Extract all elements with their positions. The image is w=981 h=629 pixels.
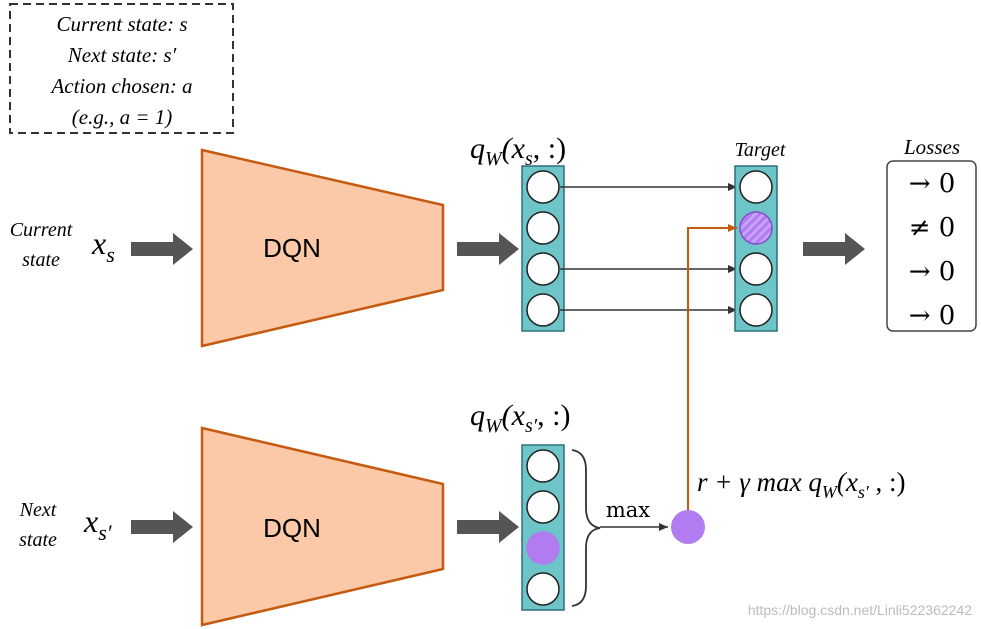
- q-value-node: [526, 449, 560, 483]
- dqn-network-bottom: [200, 426, 445, 627]
- input-arrow-top: [131, 233, 193, 265]
- q-values-column-top: [521, 165, 565, 332]
- current-state-label-2: state: [22, 249, 60, 271]
- target-update-line: [687, 224, 737, 510]
- max-label: max: [606, 498, 650, 522]
- next-state-label-2: state: [19, 529, 57, 551]
- bottom-row: Next state xs′ DQN qW(xs′, :) max r + γ …: [19, 224, 906, 627]
- watermark: https://blog.csdn.net/Linli522362242: [748, 602, 972, 618]
- q-values-label-top: qW(xs, :): [470, 132, 566, 170]
- next-state-label-1: Next: [19, 499, 57, 521]
- q-value-node: [526, 170, 560, 204]
- info-line-action: Action chosen: a: [49, 74, 192, 98]
- dqn-label-top: DQN: [263, 233, 321, 263]
- dqn-network-top: [200, 148, 445, 348]
- loss-item: ≠ 0: [909, 213, 956, 243]
- q-value-node-max: [526, 531, 560, 565]
- q-value-node: [526, 293, 560, 327]
- info-box: Current state: s Next state: s′ Action c…: [9, 3, 234, 134]
- target-formula: r + γ max qW(xs′ , :): [697, 467, 906, 502]
- loss-item: → 0: [909, 301, 956, 331]
- q-values-label-bottom: qW(xs′, :): [470, 399, 570, 437]
- info-line-example: (e.g., a = 1): [72, 105, 172, 129]
- loss-item: → 0: [909, 257, 956, 287]
- output-arrow-bottom: [457, 511, 519, 543]
- target-label: Target: [735, 139, 786, 161]
- output-arrow-top: [457, 233, 519, 265]
- target-node: [739, 252, 773, 286]
- dqn-label-bottom: DQN: [263, 513, 321, 543]
- loss-item: → 0: [909, 169, 956, 199]
- input-var-xs-prime: xs′: [83, 503, 113, 545]
- q-value-node: [526, 252, 560, 286]
- input-var-xs: xs: [91, 225, 115, 267]
- target-node: [739, 170, 773, 204]
- loss-arrow: [803, 233, 865, 265]
- max-value-node: [671, 510, 705, 544]
- q-value-node: [526, 572, 560, 606]
- top-row: Current state xs DQN qW(xs, :) Target: [10, 132, 977, 348]
- input-arrow-bottom: [131, 511, 193, 543]
- target-node-updated: [739, 211, 773, 245]
- target-node: [739, 293, 773, 327]
- max-brace: [571, 449, 601, 607]
- q-values-column-bottom: [521, 444, 565, 611]
- info-line-current: Current state: s: [56, 12, 187, 36]
- losses-box: → 0 ≠ 0 → 0 → 0: [886, 160, 977, 332]
- info-line-next: Next state: s′: [67, 43, 177, 67]
- losses-title: Losses: [903, 135, 960, 159]
- q-value-node: [526, 211, 560, 245]
- q-value-node: [526, 490, 560, 524]
- current-state-label-1: Current: [10, 219, 73, 241]
- target-column: [734, 165, 778, 332]
